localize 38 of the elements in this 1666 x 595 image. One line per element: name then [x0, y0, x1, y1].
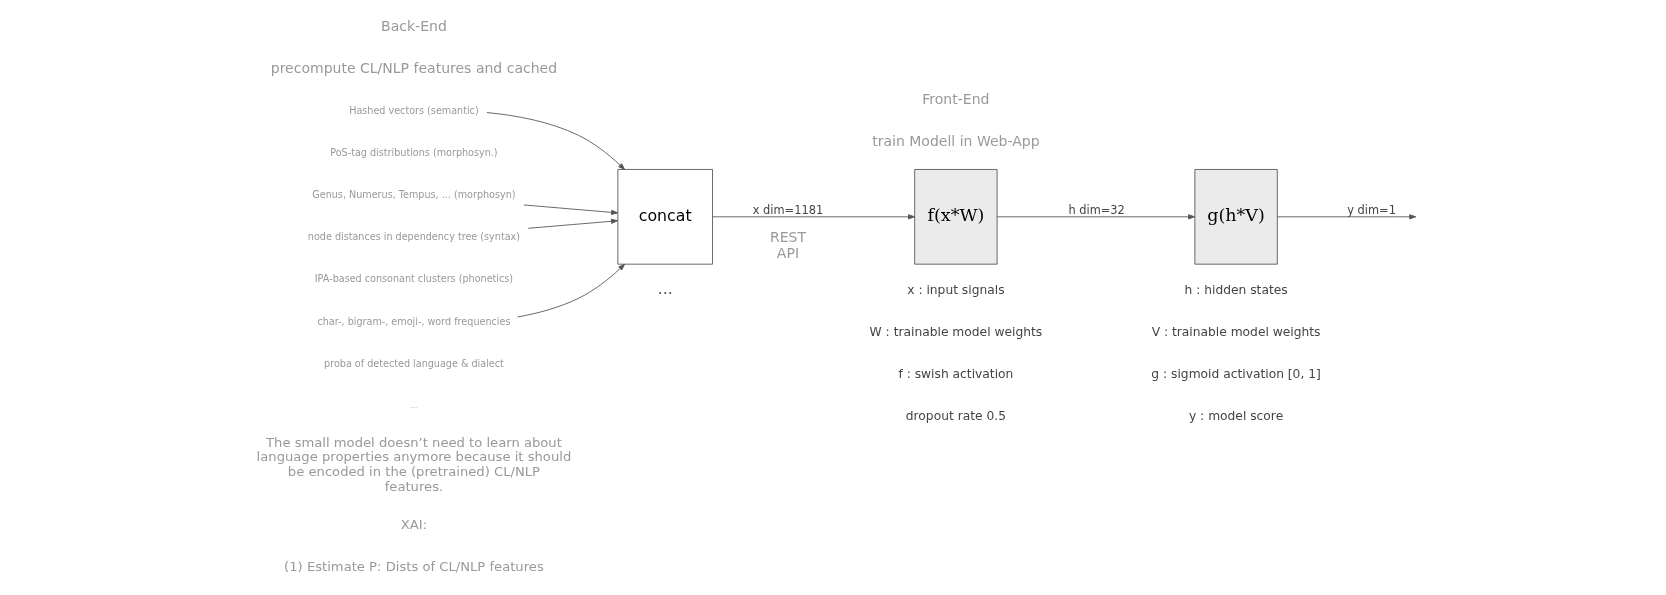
edge-label: x dim=1181: [752, 202, 824, 217]
node-text: char-, bigram-, emoji-, word frequencies: [317, 315, 511, 327]
label: f : swish activation: [898, 366, 1014, 381]
node-text: node distances in dependency tree (syntax): [307, 231, 521, 243]
arrow: [523, 204, 619, 215]
label: W : trainable model weights: [869, 324, 1043, 339]
node-text: Genus, Numerus, Tempus, ... (morphosyn): [312, 189, 516, 201]
label: x : input signals: [907, 282, 1005, 297]
label: precompute CL/NLP features and cached: [270, 59, 558, 76]
label: The small model doesn’t need to learn about language properties anymore because it should be encoded in the (pretrained) CL/NLP features.: [256, 434, 572, 495]
label: V : trainable model weights: [1151, 324, 1321, 339]
label: PoS-tag distributions (morphosyn.): [330, 147, 498, 159]
label: dropout rate 0.5: [905, 409, 1006, 424]
node-box: concat: [617, 169, 713, 265]
label: ...: [657, 279, 673, 299]
label: y : model score: [1188, 409, 1284, 424]
node-box: f(x*W): [914, 169, 998, 265]
label: Back-End: [381, 17, 447, 34]
arrow: [996, 214, 1196, 220]
edge-label: h dim=32: [1068, 202, 1125, 217]
label: Front-End: [922, 91, 990, 108]
node-box: g(h*V): [1194, 169, 1278, 265]
arrow: [1276, 214, 1417, 220]
label: ...: [410, 400, 418, 410]
edge-label: y dim=1: [1347, 202, 1396, 217]
label: h : hidden states: [1184, 282, 1288, 297]
label: train Modell in Web-App: [872, 133, 1040, 150]
label: (1) Estimate P: Dists of CL/NLP features: [284, 558, 544, 574]
node-text: Hashed vectors (semantic): [349, 105, 479, 117]
arrow: [527, 218, 619, 229]
label: g : sigmoid activation [0, 1]: [1151, 366, 1321, 381]
label: REST API: [769, 229, 806, 261]
arrow: [486, 112, 626, 170]
label: IPA-based consonant clusters (phonetics): [314, 273, 514, 285]
arrow: [712, 214, 916, 220]
arrow: [517, 263, 626, 318]
label: XAI:: [400, 516, 428, 532]
label: proba of detected language & dialect: [324, 357, 504, 369]
